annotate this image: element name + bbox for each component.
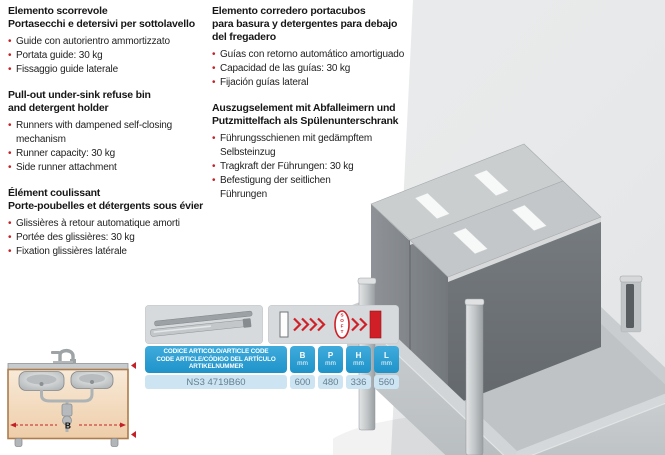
bullet-item: •Führungsschienen mit gedämpftem Selbste… (212, 133, 373, 158)
width-dimension-label: B (65, 421, 71, 431)
bullet-item: •Portata guide: 30 kg (8, 50, 103, 61)
bullet-dot: • (8, 218, 12, 229)
section-italian: Elemento scorrevole Portasecchi e deters… (8, 5, 208, 77)
countertop (7, 363, 129, 370)
bullet-item: •Runners with dampened self-closing mech… (8, 120, 173, 145)
cabinet-feet (14, 438, 119, 447)
bullet-item: •Fijación guías lateral (212, 77, 309, 88)
bullet-item: •Portée des glissières: 30 kg (8, 232, 135, 243)
section-title-it: Elemento scorrevole Portasecchi e deters… (8, 5, 195, 30)
refuse-bins (370, 143, 602, 407)
bullet-dot: • (8, 148, 12, 159)
bullet-dot: • (8, 162, 12, 173)
bullet-item: •Guías con retorno automático amortiguad… (212, 49, 405, 60)
bullet-item: •Guide con autorientro ammortizzato (8, 36, 170, 47)
section-spanish: Elemento corredero portacubos para basur… (212, 5, 414, 90)
value-H: 336 (346, 375, 371, 389)
bullet-dot: • (212, 77, 216, 88)
sink-basins (18, 371, 114, 391)
bullet-dot: • (8, 120, 12, 131)
bullet-item: •Fixation glissières latérale (8, 246, 127, 257)
code-header-cell: CODICE ARTICOLO/ARTICLE CODE CODE ARTICL… (145, 346, 287, 373)
sink-cabinet-diagram: B (7, 348, 136, 447)
section-title-en: Pull-out under-sink refuse bin and deter… (8, 89, 151, 114)
table-header-row: CODICE ARTICOLO/ARTICLE CODE CODE ARTICL… (145, 346, 400, 373)
runner-icon-panel (145, 305, 263, 344)
value-B: 600 (290, 375, 315, 389)
section-title-de: Auszugselement mit Abfalleimern und Putz… (212, 102, 399, 127)
bullet-dot: • (8, 50, 12, 61)
bullet-item: •Glissières à retour automatique amorti (8, 218, 180, 229)
bullet-dot: • (8, 36, 12, 47)
bullet-dot: • (8, 232, 12, 243)
section-french: Élément coulissant Porte-poubelles et dé… (8, 187, 208, 259)
bullet-dot: • (8, 64, 12, 75)
section-title-es: Elemento corredero portacubos para basur… (212, 5, 398, 43)
article-spec-table: CODICE ARTICOLO/ARTICLE CODE CODE ARTICL… (145, 346, 400, 391)
right-runner-rail (619, 275, 643, 333)
table-data-row: NS3 4719B60 600 480 336 560 (145, 375, 400, 389)
bottle-trap (61, 403, 73, 432)
bullet-item: •Capacidad de las guías: 30 kg (212, 63, 351, 74)
section-title-fr: Élément coulissant Porte-poubelles et dé… (8, 187, 204, 212)
value-P: 480 (318, 375, 343, 389)
bullet-item: •Tragkraft der Führungen: 30 kg (212, 161, 354, 172)
bullet-item: •Befestigung der seitlichen Führungen (212, 175, 331, 200)
telescopic-runners-icon (145, 305, 263, 344)
height-dimension-marks (131, 362, 136, 438)
faucet-icon (51, 348, 76, 364)
bullet-dot: • (212, 133, 216, 144)
text-column-left: Elemento scorrevole Portasecchi e deters… (8, 5, 208, 259)
bullet-item: •Runner capacity: 30 kg (8, 148, 115, 159)
bullet-item: •Side runner attachment (8, 162, 117, 173)
width-dimension: B (10, 421, 126, 431)
bullet-dot: • (8, 246, 12, 257)
bullet-dot: • (212, 175, 216, 186)
bullet-dot: • (212, 161, 216, 172)
bullet-item: •Fissaggio guide laterale (8, 64, 119, 75)
article-code-cell: NS3 4719B60 (145, 375, 287, 389)
bullet-dot: • (212, 63, 216, 74)
section-german: Auszugselement mit Abfalleimern und Putz… (212, 102, 414, 202)
value-L: 560 (374, 375, 399, 389)
lid-handle-slots (414, 169, 548, 255)
section-english: Pull-out under-sink refuse bin and deter… (8, 89, 208, 175)
text-column-middle: Elemento corredero portacubos para basur… (212, 5, 414, 214)
product-photo (333, 143, 665, 455)
bullet-dot: • (212, 49, 216, 60)
